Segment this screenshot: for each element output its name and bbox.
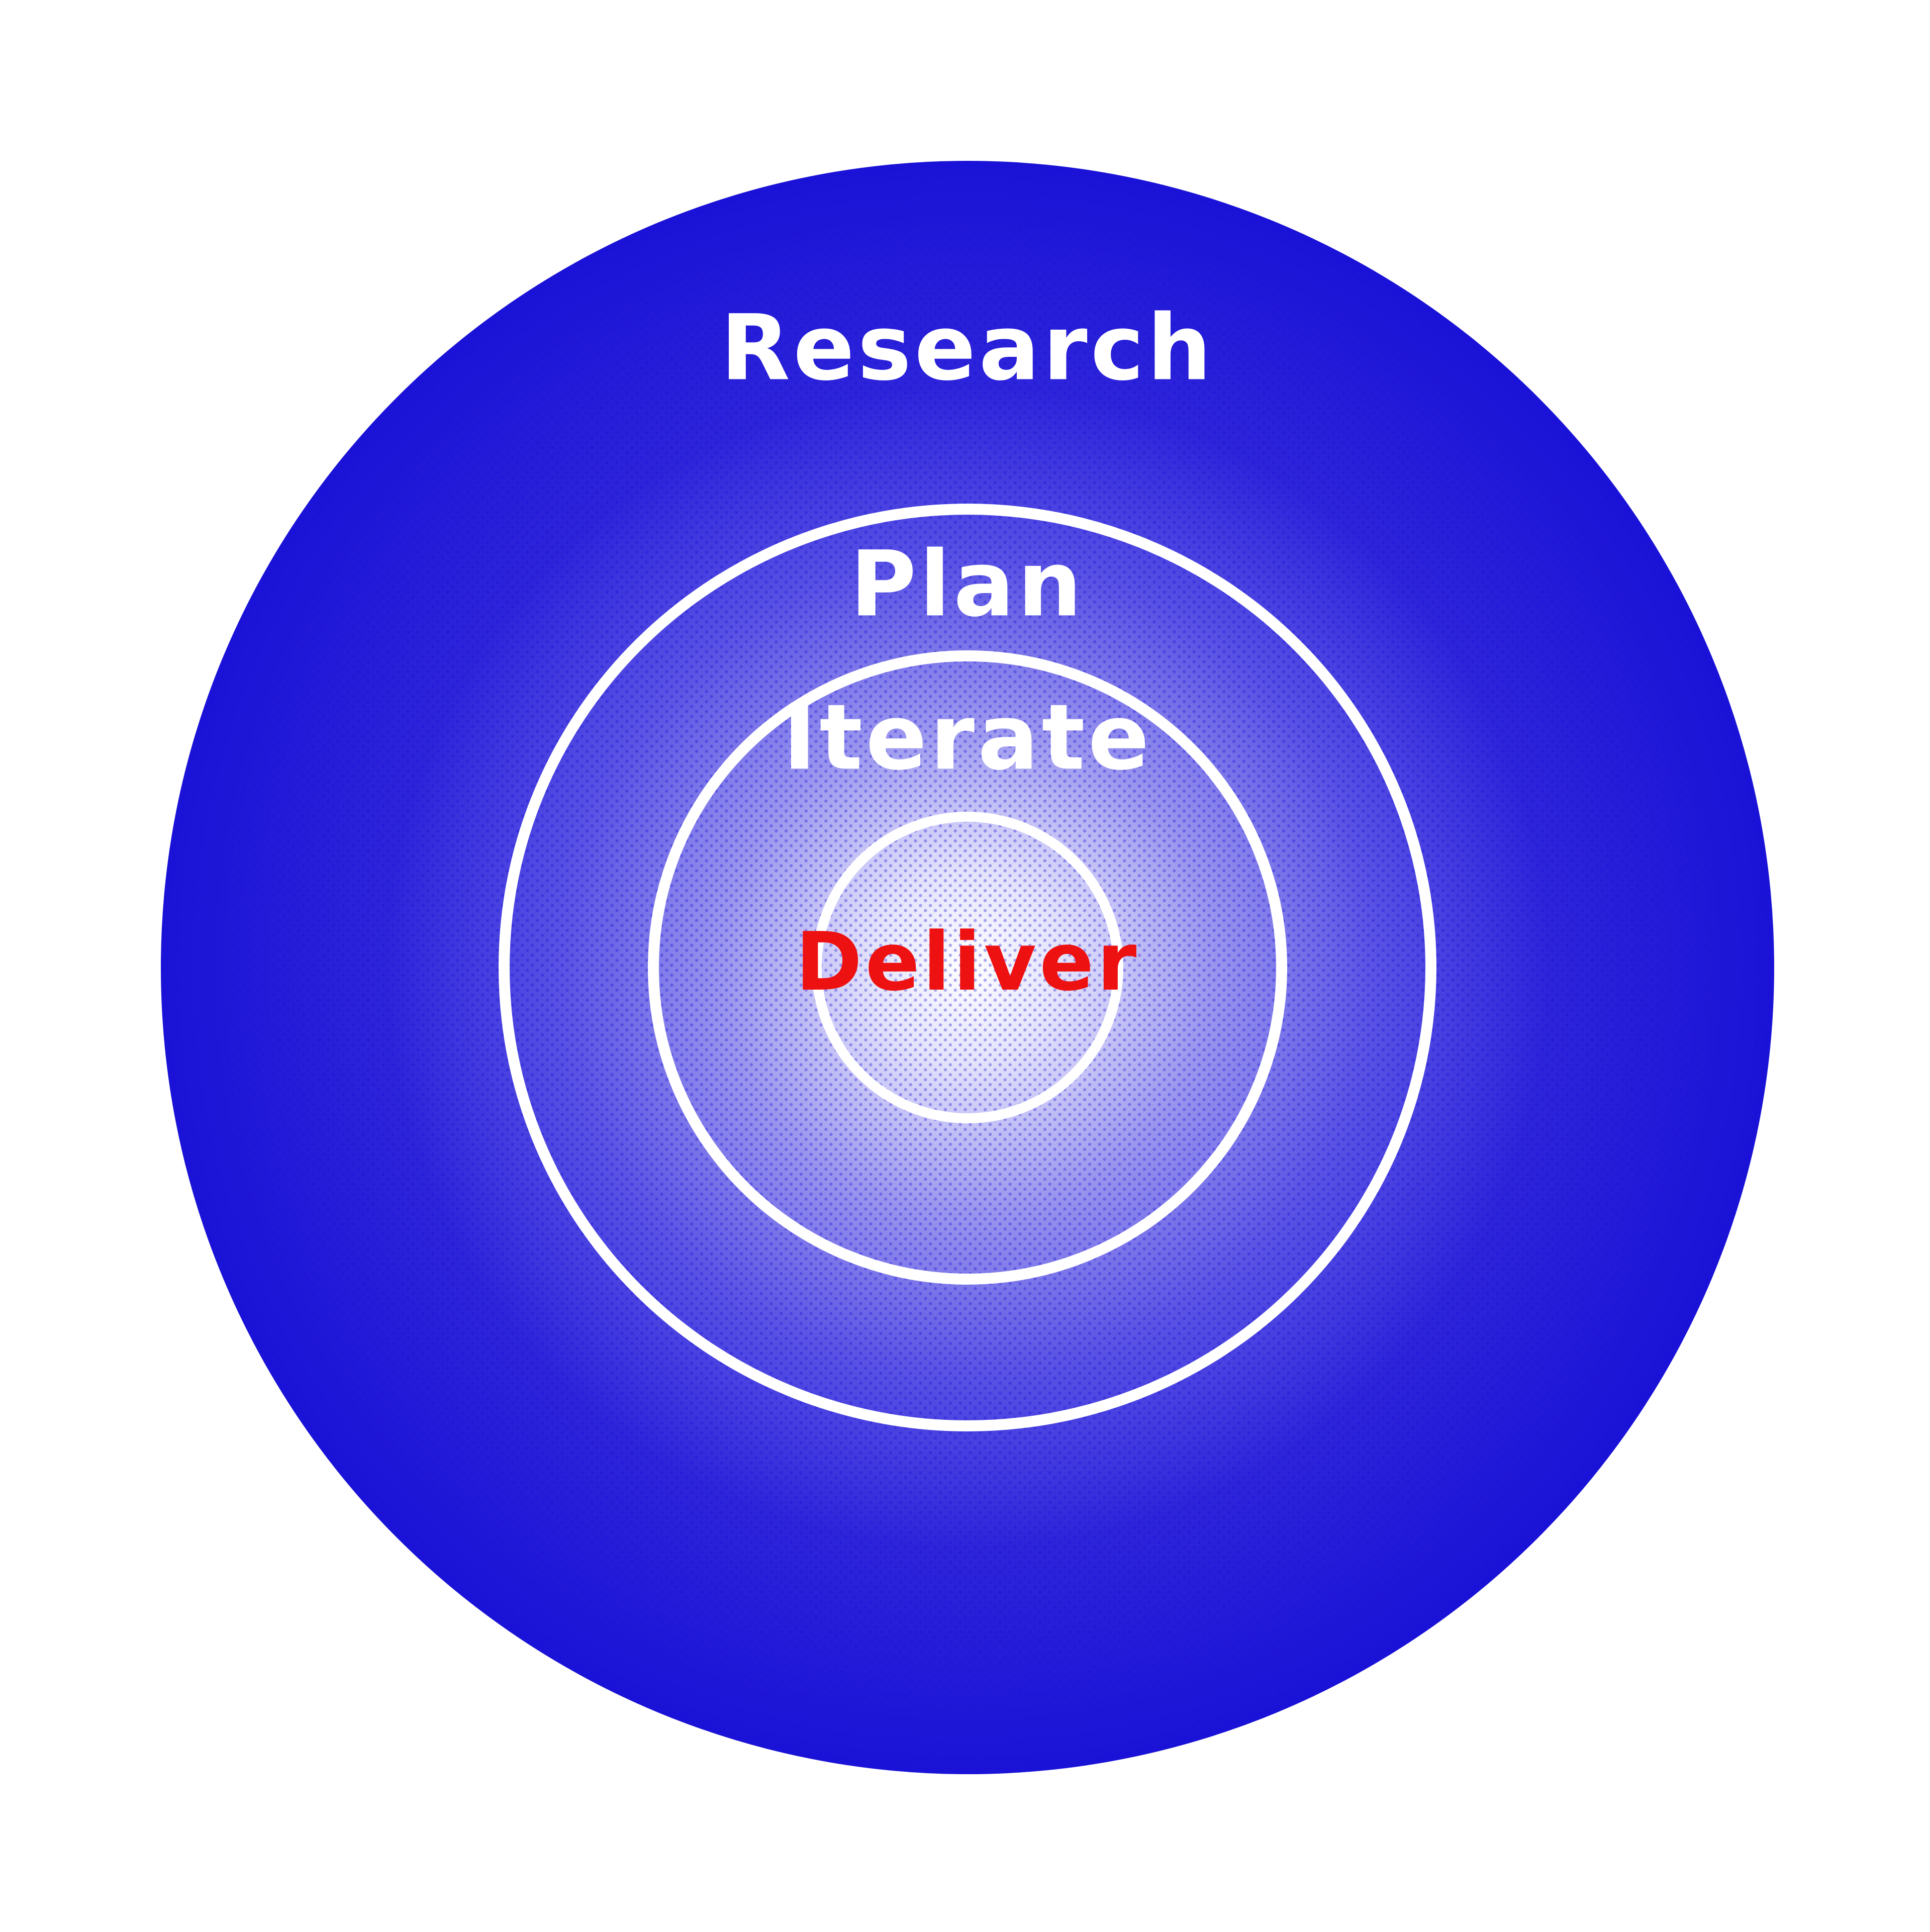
- plan-label: Plan: [850, 532, 1085, 637]
- iterate-ring: [648, 650, 1287, 1285]
- iterate-label: Iterate: [783, 685, 1152, 790]
- deliver-ring: [812, 812, 1123, 1123]
- deliver-label: Deliver: [796, 915, 1140, 1009]
- plan-ring: [499, 504, 1436, 1431]
- research-label: Research: [721, 296, 1215, 401]
- halftone-texture: [161, 161, 1774, 1774]
